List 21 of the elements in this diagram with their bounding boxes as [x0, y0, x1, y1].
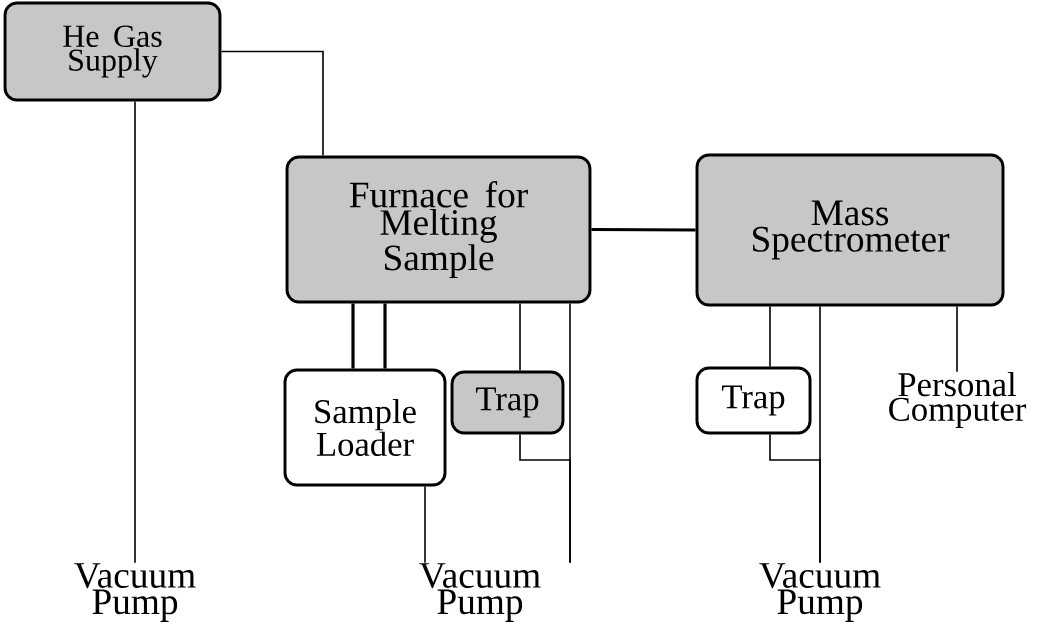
component-label: Vacuum Pump [74, 563, 196, 622]
connecting-line [519, 302, 521, 372]
connecting-line [220, 50, 324, 157]
connecting-line [956, 305, 958, 373]
connecting-line [424, 485, 426, 564]
component-label: Vacuum Pump [759, 563, 881, 622]
equipment-box: Mass Spectrometer [695, 153, 1005, 307]
equipment-box: Trap [450, 370, 565, 435]
equipment-box: Furnace for Melting Sample [285, 155, 592, 304]
connecting-line [591, 227, 696, 232]
connecting-line [134, 100, 136, 564]
equipment-box: He Gas Supply [3, 1, 222, 102]
equipment-box: Sample Loader [283, 368, 447, 487]
connecting-line [769, 433, 821, 564]
connecting-line [519, 433, 571, 564]
component-label: Vacuum Pump [419, 563, 541, 622]
connecting-line [351, 303, 355, 369]
connecting-line [383, 303, 387, 369]
component-label: Personal Computer [889, 372, 1027, 429]
connecting-line [769, 305, 771, 368]
equipment-box: Trap [695, 366, 812, 435]
